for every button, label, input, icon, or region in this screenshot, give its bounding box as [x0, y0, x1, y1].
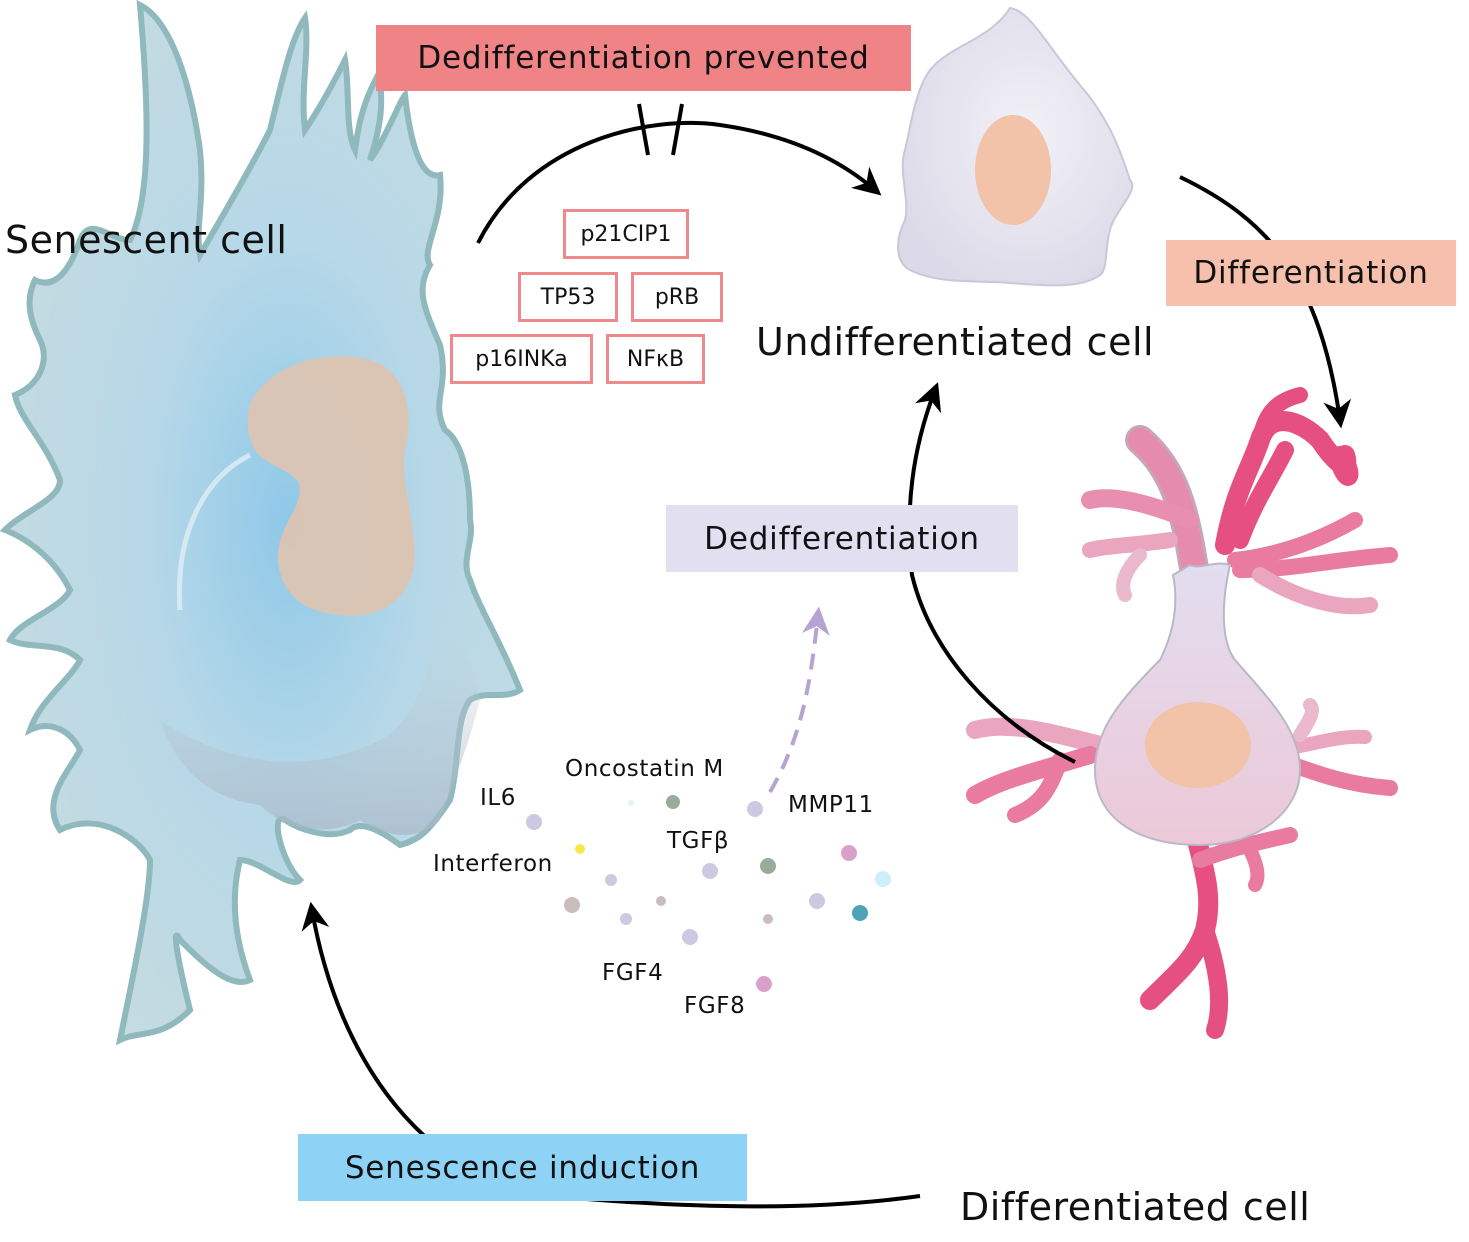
senescent-nucleus	[247, 356, 415, 616]
senescent-cell-body	[0, 0, 524, 1046]
undifferentiated-cell-label: Undifferentiated cell	[756, 320, 1155, 364]
sasp-dot	[526, 814, 542, 830]
factor-fgf4: FGF4	[602, 960, 664, 986]
marker-nfkb: NFκB	[606, 334, 705, 384]
marker-tp53: TP53	[518, 272, 618, 322]
sasp-dot	[809, 893, 825, 909]
dedifferentiation-prevented-box: Dedifferentiation prevented	[376, 25, 911, 91]
sasp-dot	[756, 976, 772, 992]
marker-p16inka: p16INKa	[450, 334, 593, 384]
factor-mmp11: MMP11	[788, 792, 874, 818]
marker-label: pRB	[654, 284, 700, 310]
block-marks	[637, 103, 684, 156]
sasp-dot	[620, 913, 632, 925]
senescence-induction-label: Senescence induction	[344, 1149, 701, 1186]
marker-prb: pRB	[631, 272, 723, 322]
marker-label: p21CIP1	[580, 221, 672, 247]
sasp-dot	[656, 896, 666, 906]
sasp-dot	[702, 863, 718, 879]
sasp-dot	[682, 929, 698, 945]
differentiation-label: Differentiation	[1193, 255, 1429, 291]
factor-fgf8: FGF8	[684, 993, 746, 1019]
senescent-cell-lower-shadow	[160, 600, 480, 835]
sasp-dot	[852, 905, 868, 921]
undifferentiated-nucleus	[975, 115, 1051, 225]
sasp-dot	[575, 844, 585, 854]
sasp-dot	[763, 914, 773, 924]
senescence-induction-box: Senescence induction	[298, 1134, 747, 1201]
marker-label: p16INKa	[475, 346, 568, 372]
arrow-dedifferentiation-prevented	[476, 121, 882, 244]
differentiation-box: Differentiation	[1166, 240, 1456, 306]
undifferentiated-cell	[897, 6, 1134, 287]
sasp-dot	[564, 897, 580, 913]
marker-label: NFκB	[626, 346, 685, 372]
arrow-dedifferentiation	[907, 382, 1076, 764]
dashed-arrow-sasp-to-dedifferentiation	[768, 606, 830, 793]
differentiated-nucleus	[1145, 702, 1251, 788]
sasp-dot	[841, 845, 857, 861]
sasp-dot	[760, 858, 776, 874]
sasp-dot	[666, 795, 680, 809]
factor-il6: IL6	[480, 785, 517, 811]
factor-interferon: Interferon	[433, 851, 553, 877]
senescent-cell	[0, 0, 524, 1046]
marker-p21cip1: p21CIP1	[563, 209, 689, 259]
sasp-dot	[605, 874, 617, 886]
sasp-dot	[875, 871, 891, 887]
differentiated-cell	[966, 387, 1398, 1039]
sasp-dots	[526, 795, 891, 992]
senescent-cell-highlight	[176, 452, 252, 611]
dedifferentiation-box: Dedifferentiation	[666, 505, 1018, 572]
dedifferentiation-prevented-label: Dedifferentiation prevented	[417, 40, 870, 76]
sasp-dot	[628, 800, 634, 806]
dedifferentiation-label: Dedifferentiation	[704, 520, 980, 557]
senescent-cell-label: Senescent cell	[5, 218, 288, 262]
differentiated-cell-label: Differentiated cell	[960, 1185, 1311, 1229]
marker-label: TP53	[540, 284, 596, 310]
sasp-dot	[747, 801, 763, 817]
factor-oncostatin-m: Oncostatin M	[565, 756, 724, 782]
factor-tgfb: TGFβ	[667, 828, 730, 854]
dendrites	[966, 387, 1398, 1039]
